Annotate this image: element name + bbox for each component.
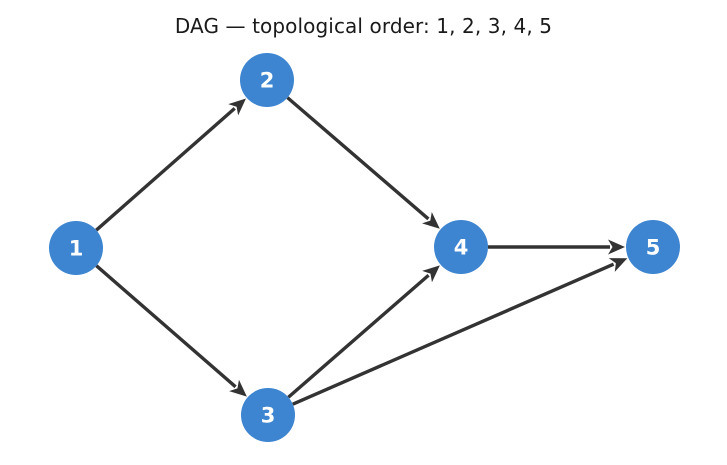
arrowhead-1-to-3 (229, 379, 247, 397)
edges-layer (95, 96, 628, 406)
graph-node-1[interactable]: 1 (49, 221, 103, 275)
arrowhead-1-to-2 (228, 98, 246, 116)
edge-2-to-4 (286, 96, 430, 221)
arrowhead-4-to-5 (608, 239, 625, 255)
page-title: DAG — topological order: 1, 2, 3, 4, 5 (174, 14, 553, 38)
node-label-1: 1 (69, 237, 84, 261)
graph-node-2[interactable]: 2 (240, 53, 294, 107)
node-circle-2[interactable] (240, 53, 294, 107)
node-circle-5[interactable] (626, 220, 680, 274)
edge-1-to-2 (95, 107, 236, 232)
graph-node-5[interactable]: 5 (626, 220, 680, 274)
edge-3-to-4 (287, 273, 430, 399)
graph-node-3[interactable]: 3 (241, 388, 295, 442)
node-label-4: 4 (454, 236, 469, 260)
node-circle-1[interactable] (49, 221, 103, 275)
arrowhead-2-to-4 (422, 211, 440, 229)
node-label-2: 2 (260, 69, 275, 93)
node-label-3: 3 (261, 404, 276, 428)
arrowhead-3-to-4 (422, 265, 440, 283)
edge-3-to-5 (292, 262, 615, 406)
edge-1-to-3 (95, 264, 237, 389)
nodes-layer: 1 2 3 4 5 (49, 53, 680, 442)
arrowhead-3-to-5 (608, 258, 628, 272)
node-circle-3[interactable] (241, 388, 295, 442)
node-circle-4[interactable] (434, 220, 488, 274)
node-label-5: 5 (646, 236, 661, 260)
graph-node-4[interactable]: 4 (434, 220, 488, 274)
